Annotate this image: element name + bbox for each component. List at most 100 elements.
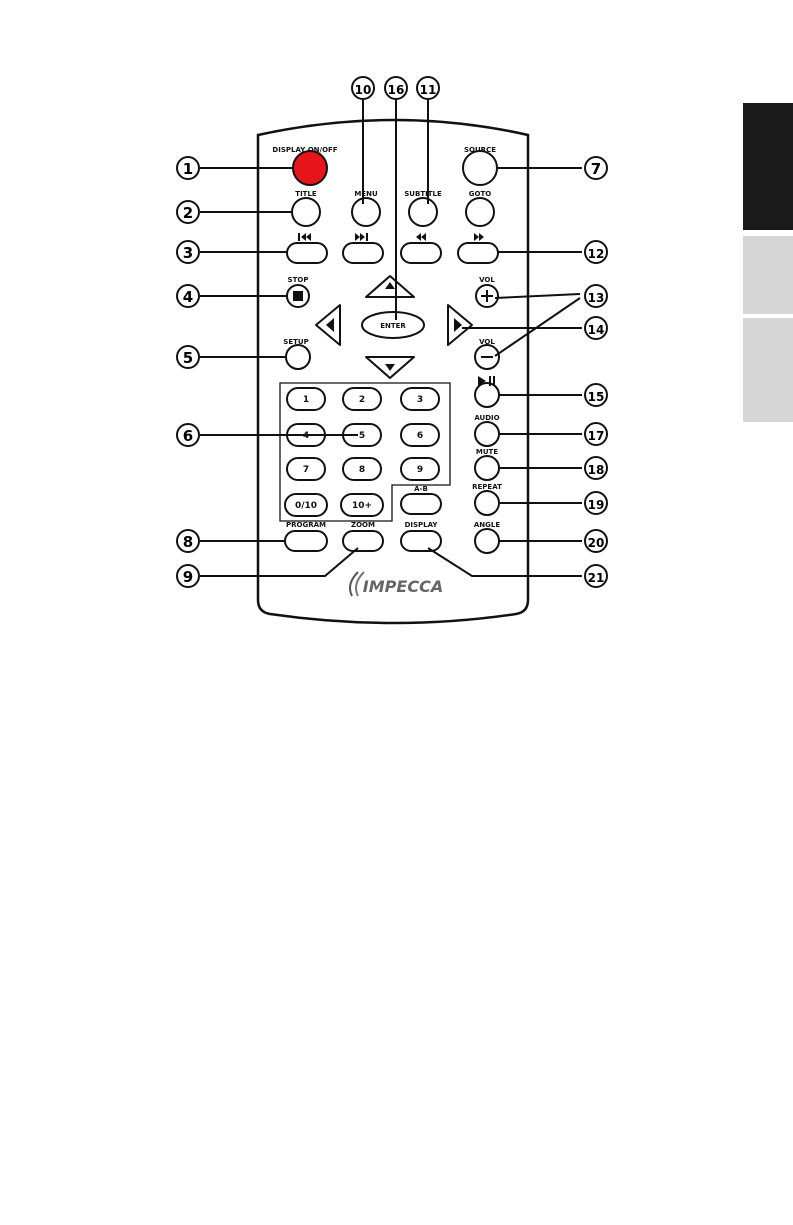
callout-11: 11 (417, 77, 439, 99)
stop-icon (293, 291, 303, 301)
svg-text:13: 13 (588, 291, 605, 305)
repeat-button[interactable] (475, 491, 499, 515)
ab-label: A-B (414, 485, 428, 493)
prev-button[interactable] (287, 243, 327, 263)
svg-text:11: 11 (420, 83, 437, 97)
svg-text:20: 20 (588, 536, 605, 550)
angle-label: ANGLE (474, 521, 500, 529)
source-button[interactable] (463, 151, 497, 185)
callout-17: 17 (585, 423, 607, 445)
svg-text:6: 6 (183, 427, 193, 445)
next-icon (355, 233, 368, 241)
svg-text:18: 18 (588, 463, 605, 477)
vol-up-label: VOL (479, 276, 495, 284)
rewind-button[interactable] (401, 243, 441, 263)
svg-text:4: 4 (183, 288, 193, 306)
callout-1: 1 (177, 157, 199, 179)
callout-3: 3 (177, 241, 199, 263)
numpad-key-7-label: 7 (303, 465, 309, 475)
ab-button[interactable] (401, 494, 441, 514)
angle-button[interactable] (475, 529, 499, 553)
goto-label: GOTO (469, 190, 491, 198)
enter-label: ENTER (380, 322, 406, 330)
display-onoff-button[interactable] (293, 151, 327, 185)
repeat-label: REPEAT (472, 483, 502, 491)
numpad-key-8-label: 8 (359, 465, 365, 475)
source-label: SOURCE (464, 146, 496, 154)
program-label: PROGRAM (286, 521, 326, 529)
play-pause-button[interactable] (475, 383, 499, 407)
menu-label: MENU (354, 190, 378, 198)
forward-icon (474, 233, 484, 241)
title-button[interactable] (292, 198, 320, 226)
svg-text:21: 21 (588, 571, 605, 585)
callout-13: 13 (585, 285, 607, 307)
svg-text:10: 10 (355, 83, 372, 97)
mute-label: MUTE (476, 448, 498, 456)
callout-6: 6 (177, 424, 199, 446)
brand-label: IMPECCA (363, 577, 443, 596)
stop-label: STOP (288, 276, 309, 284)
callout-2: 2 (177, 201, 199, 223)
svg-text:16: 16 (388, 83, 405, 97)
callout-19: 19 (585, 492, 607, 514)
vol-down-label: VOL (479, 338, 495, 346)
numpad-key-5-label: 5 (359, 431, 365, 441)
setup-label: SETUP (283, 338, 308, 346)
callout-7: 7 (585, 157, 607, 179)
display-label: DISPLAY (405, 521, 439, 529)
callout-12: 12 (585, 241, 607, 263)
numpad-key-1-label: 1 (303, 395, 309, 405)
numpad-key-2-label: 2 (359, 395, 365, 405)
next-button[interactable] (343, 243, 383, 263)
numpad-key-0-10-label: 0/10 (295, 501, 317, 511)
goto-button[interactable] (466, 198, 494, 226)
title-label: TITLE (295, 190, 317, 198)
callout-5: 5 (177, 346, 199, 368)
numpad-key-9-label: 9 (417, 465, 423, 475)
svg-text:2: 2 (183, 204, 193, 222)
mute-button[interactable] (475, 456, 499, 480)
callout-14: 14 (585, 317, 607, 339)
callout-8: 8 (177, 530, 199, 552)
zoom-button[interactable] (343, 531, 383, 551)
svg-text:7: 7 (591, 160, 601, 178)
subtitle-label: SUBTITLE (404, 190, 442, 198)
callout-21: 21 (585, 565, 607, 587)
subtitle-button[interactable] (409, 198, 437, 226)
prev-icon (298, 233, 311, 241)
setup-button[interactable] (286, 345, 310, 369)
svg-text:5: 5 (183, 349, 193, 367)
callout-20: 20 (585, 530, 607, 552)
callout-15: 15 (585, 384, 607, 406)
numpad-key-10-plus-label: 10+ (352, 501, 372, 511)
impecca-logo: IMPECCA (350, 572, 443, 596)
display-onoff-label: DISPLAY ON/OFF (272, 146, 337, 154)
svg-text:17: 17 (588, 429, 605, 443)
svg-text:1: 1 (183, 160, 193, 178)
numpad-key-3-label: 3 (417, 395, 423, 405)
callout-16: 16 (385, 77, 407, 99)
audio-label: AUDIO (474, 414, 499, 422)
callout-9: 9 (177, 565, 199, 587)
svg-text:14: 14 (588, 323, 605, 337)
callout-4: 4 (177, 285, 199, 307)
audio-button[interactable] (475, 422, 499, 446)
display-button[interactable] (401, 531, 441, 551)
svg-text:8: 8 (183, 533, 193, 551)
forward-button[interactable] (458, 243, 498, 263)
callout-18: 18 (585, 457, 607, 479)
callout-10: 10 (352, 77, 374, 99)
svg-text:19: 19 (588, 498, 605, 512)
zoom-label: ZOOM (351, 521, 375, 529)
menu-button[interactable] (352, 198, 380, 226)
program-button[interactable] (285, 531, 327, 551)
rewind-icon (416, 233, 426, 241)
svg-text:3: 3 (183, 244, 193, 262)
svg-text:12: 12 (588, 247, 605, 261)
svg-text:9: 9 (183, 568, 193, 586)
numpad-key-6-label: 6 (417, 431, 423, 441)
svg-text:15: 15 (588, 390, 605, 404)
